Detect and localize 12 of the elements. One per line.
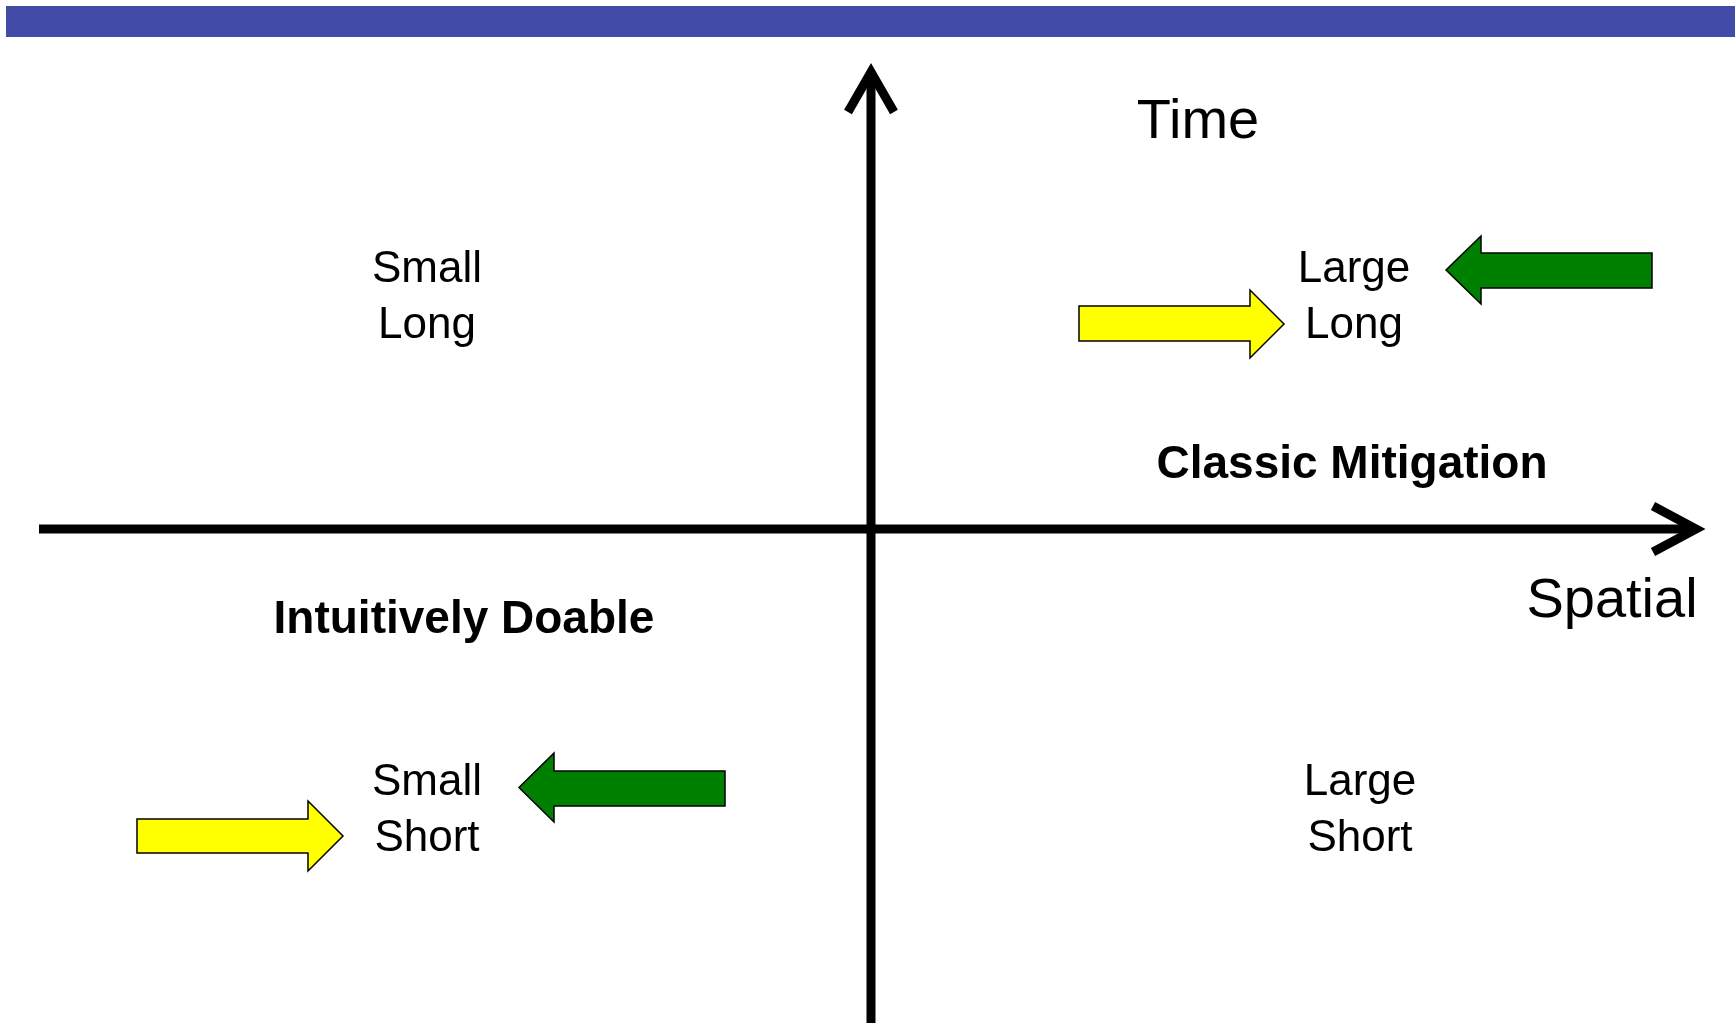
block-arrow [1444,234,1653,306]
quadrant-label: Small Long [362,239,492,351]
quadrant-title: Classic Mitigation [1156,435,1548,489]
block-arrow [1078,288,1286,360]
quadrant-label: Large Short [1295,752,1425,864]
quadrant-label: Large Long [1289,239,1419,351]
quadrant-title: Intuitively Doable [273,590,655,644]
block-arrow [136,799,345,873]
block-arrow [517,751,726,824]
axis-label: Time [1136,85,1260,151]
quadrant-label: Small Short [362,752,492,864]
axis-label: Spatial [1526,564,1698,630]
